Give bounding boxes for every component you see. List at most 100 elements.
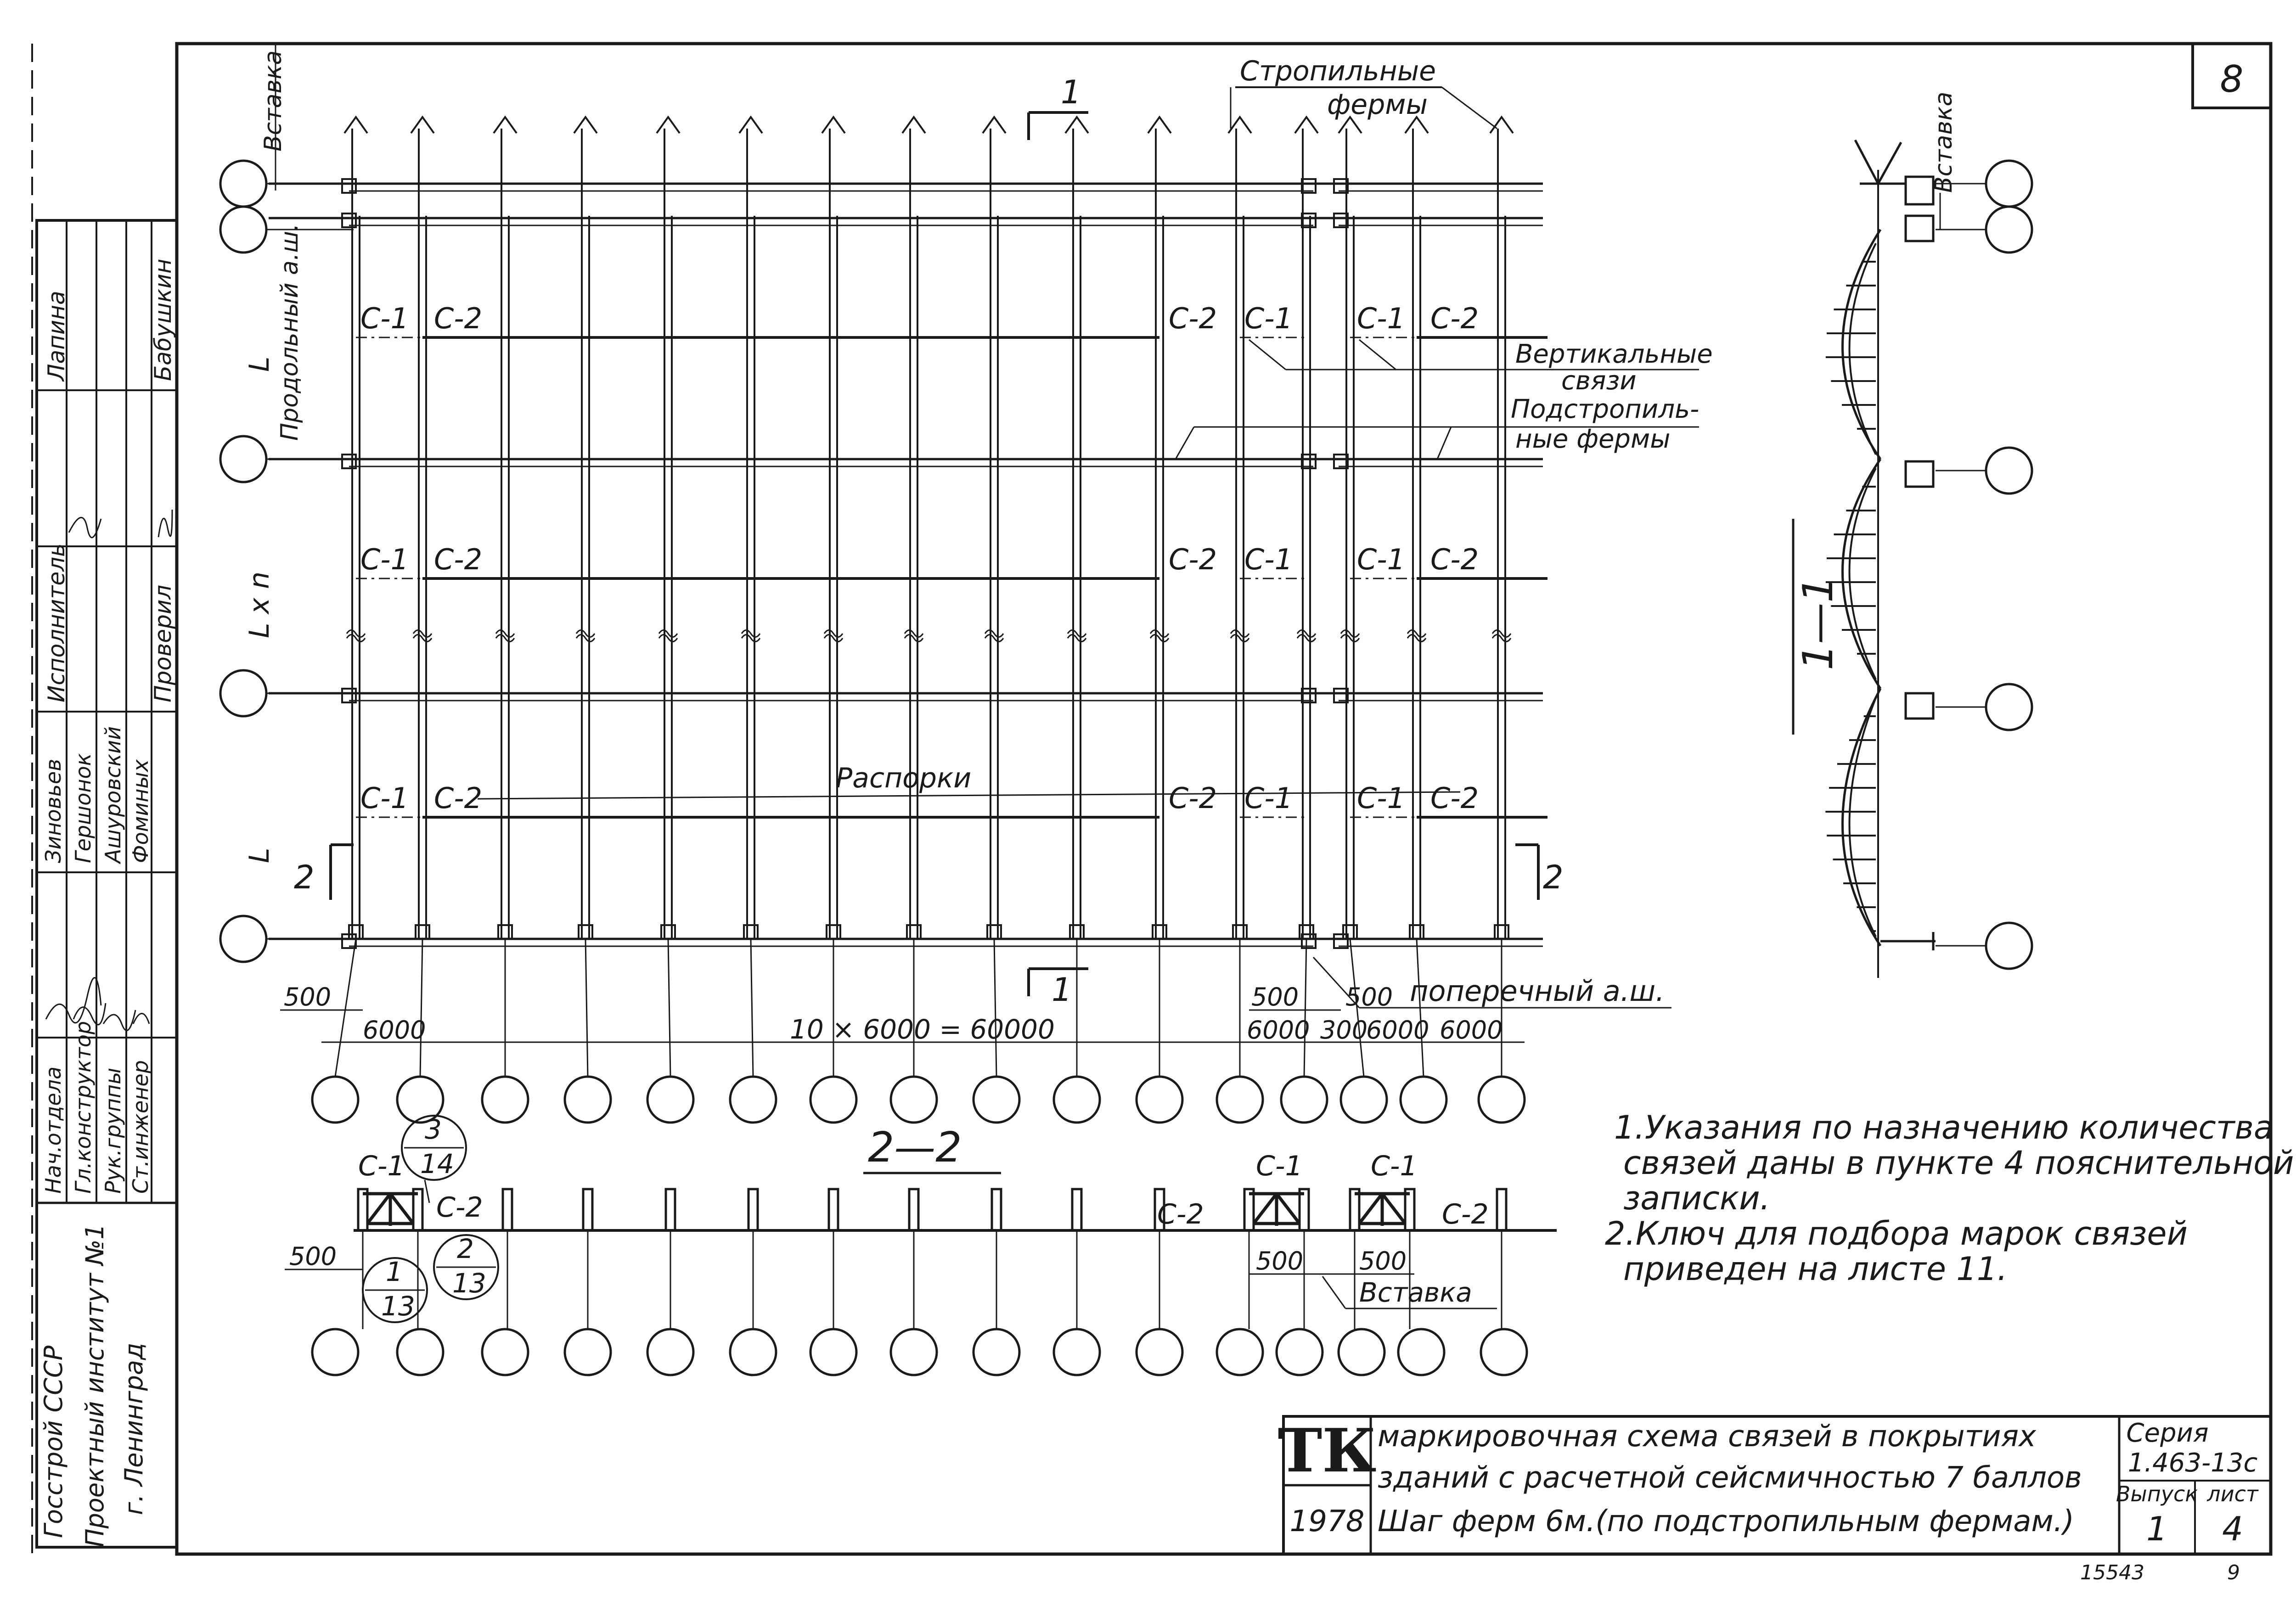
sheet-value: 4 xyxy=(2222,1510,2243,1548)
brace-label-c1: С-1 xyxy=(1357,543,1405,576)
axis-bubble xyxy=(646,1075,695,1124)
svg-text:6000: 6000 xyxy=(1366,1016,1429,1044)
axis-bubble xyxy=(809,1328,858,1376)
title-year: 1978 xyxy=(1290,1505,1365,1538)
column-base xyxy=(660,924,676,940)
break-mark xyxy=(984,629,1004,638)
label-trans-axis: поперечный а.ш. xyxy=(1410,974,1665,1008)
svg-text:2: 2 xyxy=(457,1233,474,1264)
plan-subtruss-lines xyxy=(269,178,1543,949)
axis-bubble xyxy=(1052,1075,1101,1124)
axis-bubble xyxy=(1337,1328,1386,1376)
axis-bubble xyxy=(1985,446,2033,495)
break-mark xyxy=(904,634,924,642)
name-3: Ашуровский xyxy=(101,726,125,865)
subtruss-node xyxy=(341,213,357,228)
brace-label-c2: С-2 xyxy=(1430,543,1479,576)
section-1-1: 1—1 Вставка xyxy=(1792,92,2033,978)
break-mark xyxy=(1491,634,1512,642)
sheet-number: 8 xyxy=(2220,58,2244,101)
plan-axis-bubbles-bottom xyxy=(311,938,1526,1124)
axis-bubble xyxy=(219,159,268,208)
subtruss-node xyxy=(1333,213,1349,228)
svg-text:6000: 6000 xyxy=(1440,1016,1503,1044)
signature-mark xyxy=(68,517,102,539)
axis-bubble xyxy=(729,1328,777,1376)
section-mark-1-bottom: 1 xyxy=(1027,967,1088,1009)
section-1-1-axis-bubbles xyxy=(1936,159,2033,970)
notes: 1.Указания по назначению количества связ… xyxy=(1605,1109,2294,1288)
break-mark xyxy=(1230,629,1250,638)
plan-columns xyxy=(343,115,1514,940)
span-label-1: L xyxy=(243,357,276,372)
axis-bubble xyxy=(1052,1328,1101,1376)
section-mark-1-top: 1 xyxy=(1027,73,1088,140)
break-mark xyxy=(346,629,366,638)
checked-label: Проверил xyxy=(150,585,176,702)
title-block: ТК 1978 маркировочная схема связей в пок… xyxy=(1278,1415,2272,1584)
section-post xyxy=(908,1188,920,1232)
truss-top-mark xyxy=(982,115,1007,134)
brace-label-c2: С-2 xyxy=(1169,302,1217,335)
section-post xyxy=(501,1188,513,1232)
note-line-2: связей даны в пункте 4 пояснительной xyxy=(1623,1144,2294,1182)
note-line-5: приведен на листе 11. xyxy=(1623,1250,2008,1288)
break-mark xyxy=(1491,629,1512,638)
section-mark-2-left: 2 xyxy=(294,843,354,900)
break-mark xyxy=(412,629,433,638)
svg-text:500: 500 xyxy=(1251,982,1299,1011)
series-label: Серия xyxy=(2126,1418,2208,1448)
issue-value: 1 xyxy=(2146,1510,2167,1548)
org-line-1: Госстрой СССР xyxy=(39,1345,68,1538)
brace-label-c1: С-1 xyxy=(1357,781,1405,815)
column-base xyxy=(1232,924,1248,940)
section-2-2-label: 2—2 xyxy=(868,1123,962,1172)
name-2: Гершонок xyxy=(71,753,96,863)
svg-text:500: 500 xyxy=(1359,1246,1407,1275)
span-label-2: L x n xyxy=(243,572,276,638)
brace-label-c1: С-1 xyxy=(360,781,409,815)
axis-leader xyxy=(993,938,997,1077)
axis-leader xyxy=(667,938,671,1077)
axis-bubble xyxy=(396,1328,445,1376)
break-mark xyxy=(1296,634,1317,642)
svg-text:С-1: С-1 xyxy=(358,1150,405,1182)
logo-tk: ТК xyxy=(1278,1415,1377,1486)
axis-bubble xyxy=(1985,921,2033,970)
column-base xyxy=(1152,924,1167,940)
section-1-1-insert-label: Вставка xyxy=(1930,92,1958,193)
break-mark xyxy=(904,629,924,638)
name-1: Зиновьев xyxy=(41,759,66,863)
axis-leader xyxy=(750,938,754,1077)
axis-leader xyxy=(1349,938,1365,1077)
break-mark xyxy=(1149,629,1170,638)
break-mark xyxy=(575,629,596,638)
axis-bubble xyxy=(1280,1075,1328,1124)
label-long-axis: Продольный а.ш. xyxy=(276,224,304,441)
svg-text:2: 2 xyxy=(294,859,315,896)
brace-label-c1: С-1 xyxy=(1244,543,1293,576)
label-subtrusses-2: ные фермы xyxy=(1515,424,1670,454)
break-mark xyxy=(823,629,844,638)
column-base xyxy=(578,924,593,940)
axis-bubble xyxy=(219,915,268,963)
section-post xyxy=(990,1188,1002,1232)
axis-bubble xyxy=(1477,1075,1526,1124)
subtruss-node xyxy=(1301,688,1317,703)
section-post xyxy=(747,1188,759,1232)
break-mark xyxy=(1296,629,1317,638)
axis-leader xyxy=(585,938,589,1077)
break-mark xyxy=(346,634,366,642)
signature-mark xyxy=(132,1013,150,1024)
truss-top-mark xyxy=(738,115,763,134)
axis-bubble xyxy=(1985,159,2033,208)
svg-text:6000: 6000 xyxy=(1247,1016,1310,1044)
column-base xyxy=(986,924,1002,940)
executor-name: Лапина xyxy=(43,291,70,382)
plan-axis-bubbles-top xyxy=(219,159,354,963)
issue-label: Выпуск xyxy=(2116,1482,2198,1506)
svg-text:1: 1 xyxy=(1061,73,1081,111)
truss-top-mark xyxy=(343,115,368,134)
section-2-2-posts xyxy=(357,1188,1508,1329)
page-number: 9 xyxy=(2227,1561,2240,1584)
